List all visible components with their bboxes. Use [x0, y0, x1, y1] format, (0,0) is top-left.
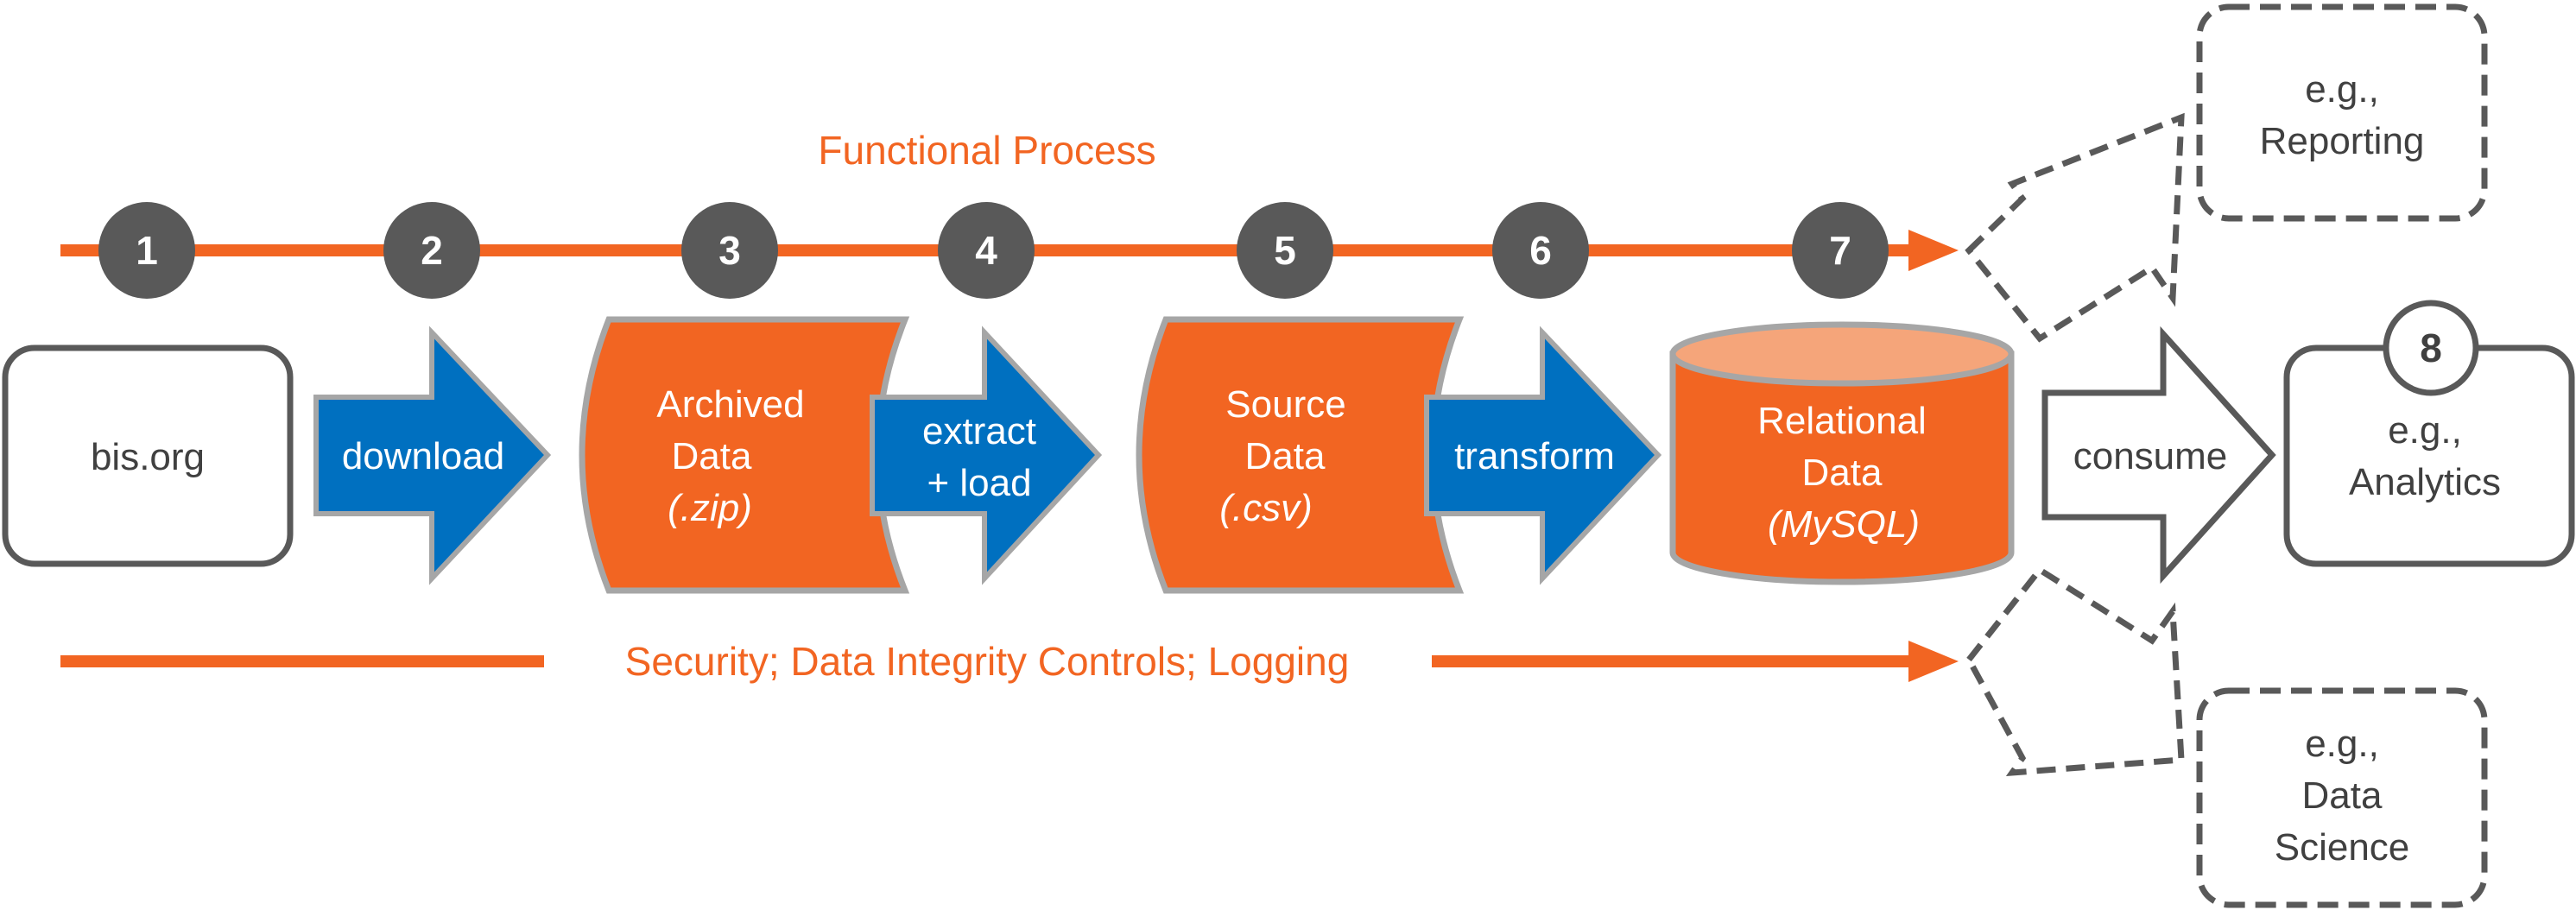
functional-process-label: Functional Process	[818, 128, 1155, 173]
source-data-line1: Source	[1225, 383, 1345, 426]
analytics-line1: e.g.,	[2388, 409, 2462, 452]
relational-database: Relational Data (MySQL)	[1669, 321, 2015, 585]
step-marker-5: 5	[1237, 202, 1333, 299]
step-number: 1	[136, 228, 158, 273]
step-marker-8: 8	[2383, 300, 2479, 396]
extract-load-arrow: extract + load	[870, 325, 1103, 585]
data-science-line3: Science	[2275, 826, 2410, 869]
data-science-line2: Data	[2302, 774, 2383, 817]
source-data-line2: Data	[1245, 435, 1326, 477]
archived-data-storage: Archived Data (.zip)	[579, 316, 910, 594]
source-box: bis.org	[2, 344, 294, 567]
step-marker-1: 1	[98, 202, 195, 299]
archived-data-line2: Data	[672, 435, 752, 477]
transform-arrow: transform	[1424, 325, 1662, 585]
step-marker-6: 6	[1492, 202, 1589, 299]
step-marker-4: 4	[938, 202, 1035, 299]
archived-data-format: (.zip)	[668, 487, 752, 529]
controls-label: Security; Data Integrity Controls; Loggi…	[625, 639, 1350, 684]
download-label: download	[342, 435, 504, 477]
step-markers: 1 2 3 4 5 6 7	[98, 202, 1889, 299]
step-number: 6	[1529, 228, 1552, 273]
consume-arrow: consume	[2041, 325, 2276, 585]
source-data-storage: Source Data (.csv)	[1136, 316, 1465, 594]
reporting-box: e.g., Reporting	[2196, 3, 2488, 222]
step-marker-3: 3	[681, 202, 778, 299]
reporting-dashed-arrow	[1965, 112, 2185, 343]
relational-data-line2: Data	[1802, 452, 1883, 494]
extract-load-line2: + load	[927, 462, 1031, 504]
download-arrow: download	[313, 325, 552, 585]
step-number: 5	[1274, 228, 1296, 273]
analytics-box: e.g., Analytics	[2283, 344, 2575, 567]
relational-data-line1: Relational	[1757, 400, 1927, 442]
step-number: 2	[421, 228, 443, 273]
reporting-line2: Reporting	[2260, 120, 2425, 162]
source-label: bis.org	[91, 436, 205, 478]
step-number: 8	[2420, 325, 2442, 370]
reporting-line1: e.g.,	[2305, 68, 2379, 111]
step-marker-2: 2	[383, 202, 480, 299]
data-science-box: e.g., Data Science	[2196, 687, 2488, 908]
transform-label: transform	[1454, 435, 1615, 477]
analytics-line2: Analytics	[2349, 461, 2501, 503]
extract-load-line1: extract	[922, 410, 1036, 452]
archived-data-line1: Archived	[656, 383, 804, 426]
step-marker-7: 7	[1792, 202, 1889, 299]
relational-data-format: (MySQL)	[1768, 503, 1920, 546]
controls-line	[60, 641, 1959, 682]
step-number: 7	[1829, 228, 1851, 273]
data-science-dashed-arrow	[1965, 566, 2185, 777]
data-science-line1: e.g.,	[2305, 723, 2379, 765]
step-number: 3	[718, 228, 741, 273]
source-data-format: (.csv)	[1219, 487, 1313, 529]
step-number: 4	[975, 228, 997, 273]
consume-label: consume	[2073, 435, 2228, 477]
